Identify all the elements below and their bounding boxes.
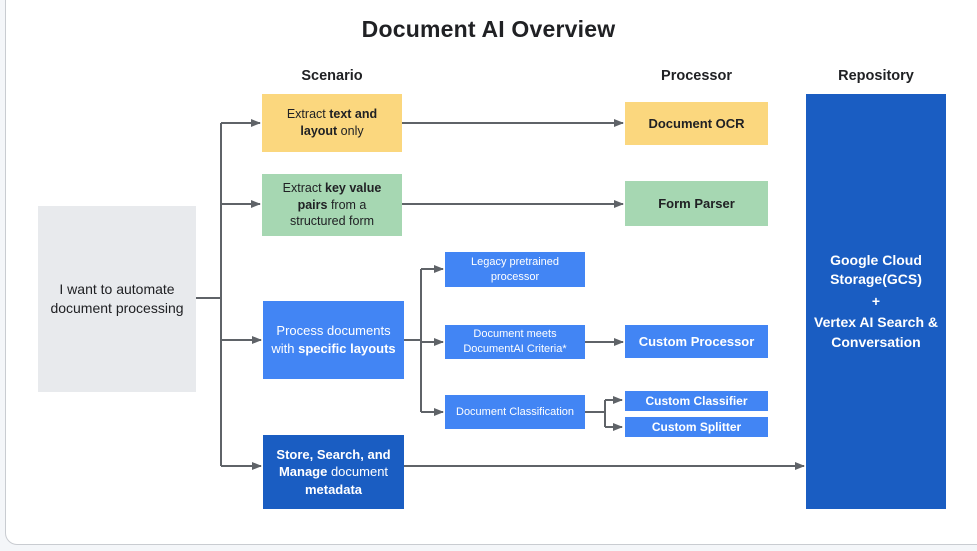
repository-line-2: Vertex AI Search & Conversation xyxy=(814,314,938,350)
column-header-scenario: Scenario xyxy=(301,68,363,84)
processor-form-parser: Form Parser xyxy=(625,181,768,226)
processor-label: Custom Splitter xyxy=(651,419,742,434)
node-label: Document Classification xyxy=(456,405,574,418)
node-documentai-criteria: Document meets DocumentAI Criteria* xyxy=(445,325,585,359)
label-part-bold: Store, Search, and Manage xyxy=(276,446,391,480)
node-document-classification: Document Classification xyxy=(445,395,585,429)
label-part-bold: specific layouts xyxy=(298,341,396,356)
column-header-repository: Repository xyxy=(838,68,914,84)
processor-label: Custom Processor xyxy=(638,333,755,349)
processor-custom-processor: Custom Processor xyxy=(625,325,768,358)
scenario-label: Store, Search, and Manage document metad… xyxy=(273,446,394,499)
scenario-specific-layouts: Process documents with specific layouts xyxy=(263,301,404,379)
label-part: Extract xyxy=(282,180,326,195)
label-part: Process documents with xyxy=(271,323,391,356)
label-part-bold: text and layout xyxy=(300,107,378,138)
processor-document-ocr: Document OCR xyxy=(625,102,768,145)
label-part: only xyxy=(337,124,364,138)
label-part-bold: key value pairs xyxy=(297,180,382,212)
label-part: from a structured form xyxy=(289,197,375,229)
processor-label: Form Parser xyxy=(658,195,735,211)
scenario-extract-key-value: Extract key value pairs from a structure… xyxy=(262,174,402,236)
node-legacy-pretrained-processor: Legacy pretrained processor xyxy=(445,252,585,287)
scenario-label: Extract text and layout only xyxy=(276,106,388,140)
scenario-label: Extract key value pairs from a structure… xyxy=(276,180,388,231)
label-part: Extract xyxy=(286,107,330,122)
processor-label: Custom Classifier xyxy=(645,393,748,408)
node-label: Document meets DocumentAI Criteria* xyxy=(463,328,567,355)
column-header-processor: Processor xyxy=(661,68,732,84)
start-node: I want to automate document processing xyxy=(38,206,196,392)
node-label: Legacy pretrained processor xyxy=(470,255,560,283)
label-part: document xyxy=(327,464,389,480)
label-part-bold: metadata xyxy=(304,481,363,497)
diagram-title: Document AI Overview xyxy=(361,16,616,42)
start-node-label: I want to automate document processing xyxy=(50,281,184,316)
repository-node: Google Cloud Storage(GCS) + Vertex AI Se… xyxy=(806,94,946,509)
repository-line-1: Google Cloud Storage(GCS) xyxy=(830,251,922,288)
scenario-label: Process documents with specific layouts xyxy=(271,322,396,357)
scenario-store-search-manage: Store, Search, and Manage document metad… xyxy=(263,435,404,509)
processor-label: Document OCR xyxy=(648,115,745,131)
processor-custom-splitter: Custom Splitter xyxy=(625,417,768,437)
scenario-extract-text-layout: Extract text and layout only xyxy=(262,94,402,152)
repository-plus: + xyxy=(871,292,881,309)
processor-custom-classifier: Custom Classifier xyxy=(625,391,768,411)
